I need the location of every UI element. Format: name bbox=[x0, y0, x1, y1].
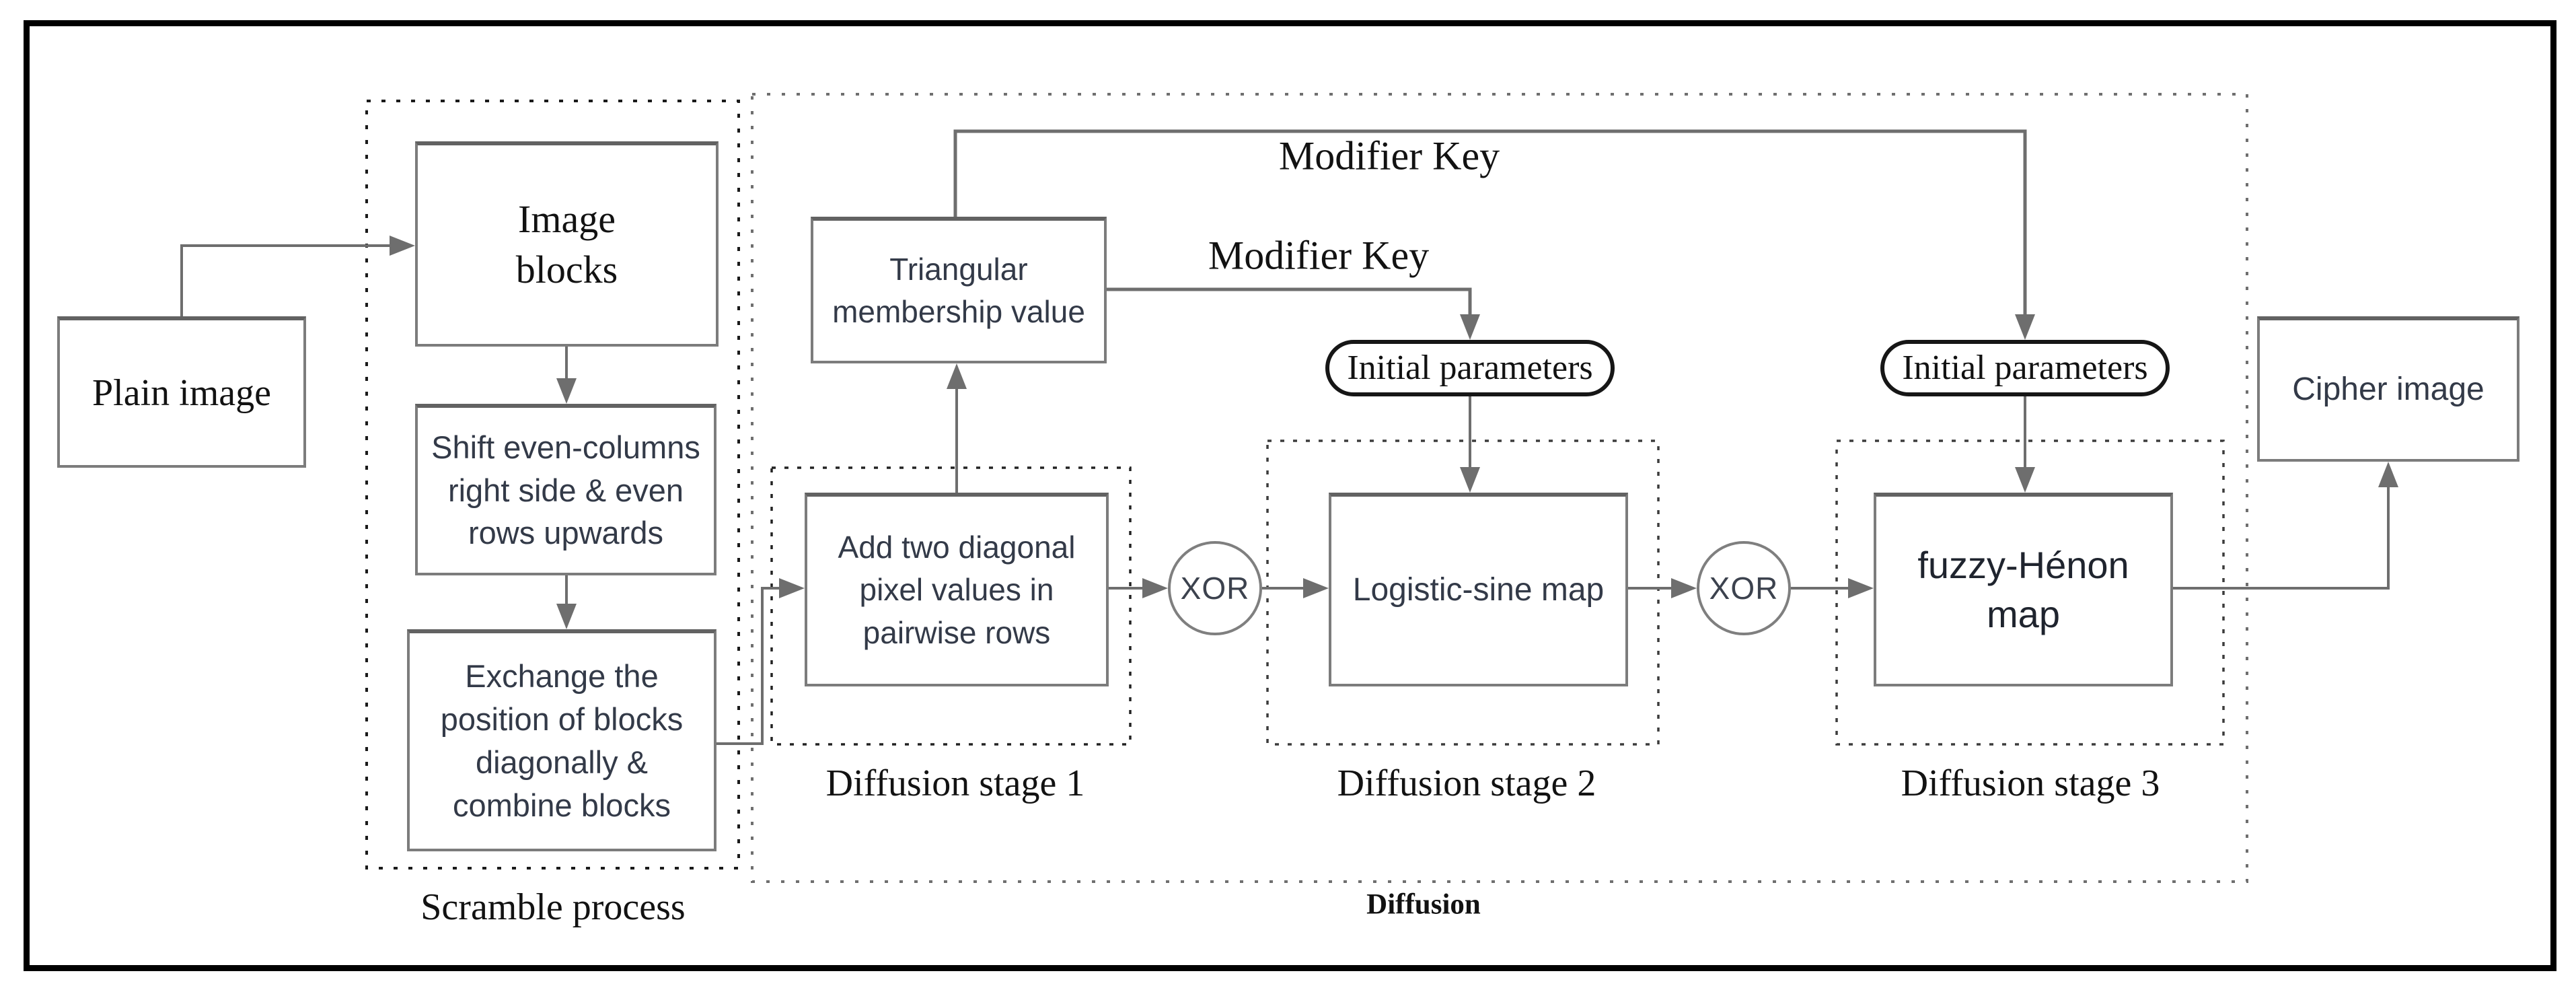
diffusion-stage-2-label: Diffusion stage 2 bbox=[1337, 763, 1596, 804]
shift-even-columns-label: Shift even-columns right side & even row… bbox=[431, 429, 700, 551]
edge-modifier-key-mid bbox=[1107, 287, 1472, 314]
shift-even-columns-node: Shift even-columns right side & even row… bbox=[415, 404, 716, 575]
arrowhead-triangular-in bbox=[947, 363, 967, 389]
logistic-sine-map-node: Logistic-sine map bbox=[1329, 493, 1628, 686]
cipher-image-node: Cipher image bbox=[2257, 316, 2519, 462]
diffusion-stage-1-label: Diffusion stage 1 bbox=[825, 763, 1085, 804]
xor-1-label: XOR bbox=[1180, 571, 1250, 606]
exchange-blocks-label: Exchange the position of blocks diagonal… bbox=[440, 658, 684, 823]
cipher-image-label: Cipher image bbox=[2292, 371, 2485, 407]
image-blocks-node: Image blocks bbox=[415, 141, 719, 347]
fuzzy-henon-map-label: fuzzy-Hénon map bbox=[1917, 544, 2129, 635]
fuzzy-henon-map-node: fuzzy-Hénon map bbox=[1874, 493, 2173, 686]
arrowhead-xor1-in bbox=[1142, 578, 1168, 598]
initial-parameters-1-label: Initial parameters bbox=[1347, 349, 1593, 388]
edge-plain-to-imageblocks bbox=[180, 244, 390, 316]
exchange-blocks-node: Exchange the position of blocks diagonal… bbox=[407, 629, 716, 851]
add-diagonal-pixels-node: Add two diagonal pixel values in pairwis… bbox=[805, 493, 1109, 686]
initial-parameters-stadium-2: Initial parameters bbox=[1880, 340, 2170, 396]
arrowhead-logistic-top-in bbox=[1460, 467, 1480, 493]
arrowhead-xor2-in bbox=[1671, 578, 1697, 598]
diffusion-stage-1-border bbox=[770, 466, 1132, 746]
edge-modifier-key-top bbox=[953, 129, 2027, 314]
arrowhead-exchange bbox=[556, 604, 577, 629]
outer-frame bbox=[24, 20, 2556, 971]
diffusion-stage-2-border bbox=[1266, 439, 1660, 746]
scramble-process-label: Scramble process bbox=[420, 886, 686, 928]
modifier-key-top-label: Modifier Key bbox=[1278, 133, 1500, 178]
diffusion-group-label: Diffusion bbox=[1366, 888, 1481, 921]
xor-2-label: XOR bbox=[1709, 571, 1779, 606]
xor-operator-2: XOR bbox=[1697, 541, 1791, 635]
modifier-key-mid-label: Modifier Key bbox=[1208, 233, 1430, 278]
arrowhead-fuzzy-in bbox=[1848, 578, 1874, 598]
edge-exchange-to-adddiagonal bbox=[716, 587, 779, 745]
arrowhead-adddiagonal-in bbox=[779, 578, 805, 598]
triangular-membership-label: Triangular membership value bbox=[832, 251, 1085, 329]
logistic-sine-map-label: Logistic-sine map bbox=[1352, 571, 1605, 608]
diffusion-stage-3-label: Diffusion stage 3 bbox=[1901, 763, 2160, 804]
initial-parameters-stadium-1: Initial parameters bbox=[1325, 340, 1615, 396]
arrowhead-logistic-in bbox=[1303, 578, 1329, 598]
add-diagonal-pixels-label: Add two diagonal pixel values in pairwis… bbox=[838, 529, 1076, 650]
plain-image-node: Plain image bbox=[57, 316, 306, 468]
arrowhead-imageblocks bbox=[390, 236, 415, 256]
plain-image-label: Plain image bbox=[92, 371, 271, 414]
arrowhead-fuzzy-top-in bbox=[2015, 467, 2035, 493]
triangular-membership-node: Triangular membership value bbox=[811, 217, 1107, 363]
xor-operator-1: XOR bbox=[1168, 541, 1262, 635]
arrowhead-cipher-in bbox=[2378, 462, 2398, 487]
arrowhead-shift bbox=[556, 378, 577, 404]
arrowhead-initparams2-in bbox=[2015, 314, 2035, 340]
arrowhead-initparams1-in bbox=[1460, 314, 1480, 340]
image-blocks-label: Image blocks bbox=[515, 197, 618, 291]
diffusion-stage-3-border bbox=[1835, 439, 2225, 746]
initial-parameters-2-label: Initial parameters bbox=[1902, 349, 2148, 388]
edge-fuzzy-to-cipher bbox=[2173, 487, 2390, 590]
scramble-group-border bbox=[365, 100, 740, 870]
